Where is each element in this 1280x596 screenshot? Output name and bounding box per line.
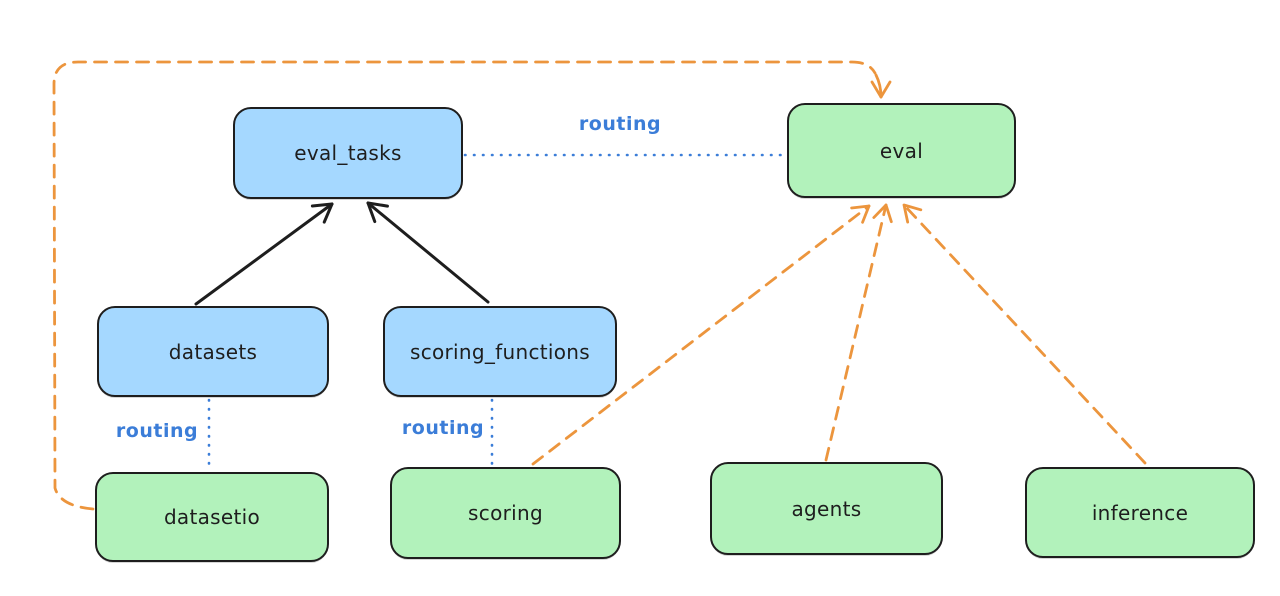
node-agents-label: agents [791, 496, 862, 521]
routing-label-datasets-datasetio: routing [115, 420, 199, 442]
node-agents: agents [710, 462, 943, 555]
edge-inference-to-eval [902, 203, 1147, 465]
node-datasetio-label: datasetio [163, 505, 261, 529]
edge-scoring_functions-to-eval_tasks [366, 201, 490, 304]
node-scoring: scoring [390, 467, 621, 559]
edge-datasetio-to-eval [52, 60, 877, 511]
node-datasetio: datasetio [95, 472, 329, 562]
node-eval-tasks-label: eval_tasks [294, 141, 402, 165]
node-scoring-functions-label: scoring_functions [409, 339, 591, 364]
node-scoring-label: scoring [468, 501, 543, 525]
routing-label-eval-tasks-eval: routing [578, 113, 662, 135]
edge-scoring-to-eval [531, 204, 871, 466]
node-scoring-functions: scoring_functions [383, 306, 617, 397]
node-eval-label: eval [879, 138, 924, 163]
edge-agents-to-eval [824, 203, 893, 462]
edge-datasets-to-eval_tasks [194, 202, 334, 306]
node-inference-label: inference [1091, 500, 1189, 525]
node-inference: inference [1025, 467, 1255, 558]
node-eval: eval [787, 103, 1016, 198]
node-datasets-label: datasets [168, 339, 258, 364]
edge-datasetio-to-eval-arrowhead [870, 73, 892, 99]
routing-label-scoring-functions-scoring: routing [401, 417, 485, 439]
node-eval-tasks: eval_tasks [233, 107, 463, 199]
node-datasets: datasets [97, 306, 329, 397]
